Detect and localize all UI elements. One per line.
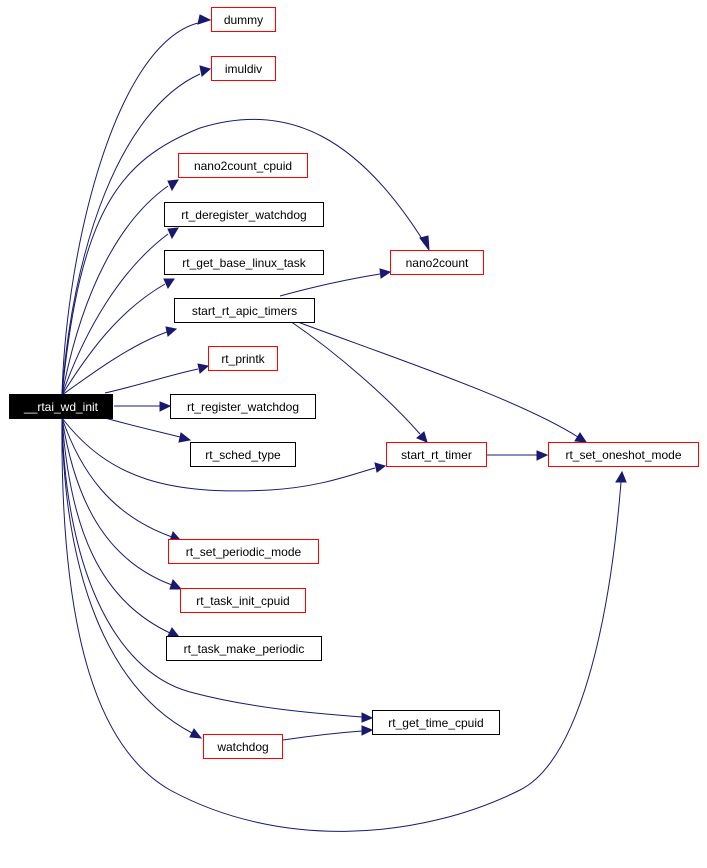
node-rt-set-periodic-mode[interactable]: rt_set_periodic_mode <box>168 539 319 564</box>
edge-root-start-rt-timer <box>61 417 376 492</box>
edge-root-rt-printk <box>104 368 199 394</box>
edge-arrowhead <box>199 65 212 77</box>
node-rt-get-time-cpuid[interactable]: rt_get_time_cpuid <box>372 710 500 735</box>
edge-watchdog-rt-get-time-cpuid <box>282 730 363 741</box>
edge-root-start-rt-apic-timers <box>61 331 168 396</box>
node-rt-task-init-cpuid[interactable]: rt_task_init_cpuid <box>180 588 306 613</box>
node-rt-register-watchdog[interactable]: rt_register_watchdog <box>170 394 316 419</box>
edge-root-nano2count-cpuid <box>61 185 169 396</box>
node-rt-set-oneshot-mode[interactable]: rt_set_oneshot_mode <box>548 442 699 467</box>
edge-root-rt-get-base-linux-task <box>61 283 166 396</box>
call-graph-edges <box>61 14 627 832</box>
node-rt-sched-type[interactable]: rt_sched_type <box>190 442 296 467</box>
node-start-rt-timer[interactable]: start_rt_timer <box>386 442 487 467</box>
edge-arrowhead <box>189 728 203 739</box>
node-start-rt-apic-timers[interactable]: start_rt_apic_timers <box>174 298 315 323</box>
edge-root-rt-get-time-cpuid <box>61 417 363 718</box>
edge-arrowhead <box>574 432 587 443</box>
edge-arrowhead <box>159 401 172 412</box>
edge-arrowhead <box>197 363 210 374</box>
edge-root-rt-sched-type <box>104 417 181 438</box>
edge-start-rt-apic-timers-nano2count <box>279 273 381 297</box>
edge-start-rt-apic-timers-rt-set-oneshot-mode <box>294 320 579 438</box>
edge-root-rt-task-make-periodic <box>61 417 171 634</box>
edge-arrowhead <box>197 14 212 25</box>
edge-arrowhead <box>167 227 179 240</box>
edge-arrowhead <box>536 450 549 461</box>
node-watchdog[interactable]: watchdog <box>203 734 283 759</box>
root-node-rtai-wd-init: __rtai_wd_init <box>9 394 113 419</box>
edge-start-rt-apic-timers-start-rt-timer <box>289 320 421 435</box>
edge-root-nano2count <box>61 118 425 396</box>
node-rt-deregister-watchdog[interactable]: rt_deregister_watchdog <box>164 202 324 227</box>
edge-arrowhead <box>416 431 428 443</box>
node-dummy[interactable]: dummy <box>211 7 276 32</box>
node-rt-task-make-periodic[interactable]: rt_task_make_periodic <box>166 636 322 661</box>
edge-root-rt-set-oneshot-mode <box>61 417 622 832</box>
edge-arrowhead <box>163 278 175 290</box>
edge-arrowhead <box>615 470 627 483</box>
edge-arrowhead <box>361 712 374 723</box>
edge-root-imuldiv <box>61 73 201 396</box>
edge-arrowhead <box>379 268 392 279</box>
edge-root-rt-set-periodic-mode <box>61 417 173 538</box>
edge-arrowhead <box>361 725 374 736</box>
edge-arrowhead <box>165 326 178 337</box>
edge-arrowhead <box>178 432 192 443</box>
node-nano2count[interactable]: nano2count <box>390 250 484 275</box>
node-rt-get-base-linux-task[interactable]: rt_get_base_linux_task <box>164 250 324 275</box>
edge-root-dummy <box>61 22 199 396</box>
edge-arrowhead <box>169 579 183 590</box>
edge-arrowhead <box>167 179 179 192</box>
edge-root-rt-deregister-watchdog <box>61 233 169 396</box>
edge-root-watchdog <box>61 417 193 734</box>
node-nano2count-cpuid[interactable]: nano2count_cpuid <box>178 153 308 178</box>
edge-arrowhead <box>419 235 430 252</box>
edge-arrowhead <box>374 462 387 473</box>
node-rt-printk[interactable]: rt_printk <box>208 346 278 371</box>
edge-root-rt-task-init-cpuid <box>61 417 173 586</box>
node-imuldiv[interactable]: imuldiv <box>211 56 276 81</box>
